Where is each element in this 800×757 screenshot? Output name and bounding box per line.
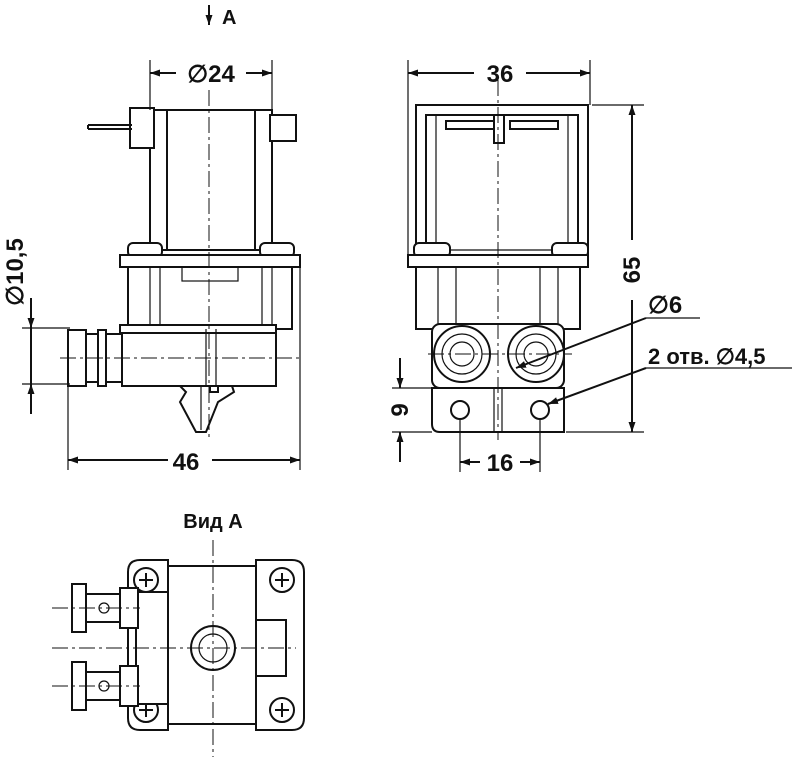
dim-length-46: 46 xyxy=(67,267,301,476)
svg-text:65: 65 xyxy=(619,257,646,284)
dim-length-36: 36 xyxy=(407,60,591,255)
svg-text:36: 36 xyxy=(487,61,514,88)
svg-text:2 отв. ∅4,5: 2 отв. ∅4,5 xyxy=(648,344,766,369)
view-arrow-label: A xyxy=(222,7,236,29)
flange xyxy=(119,254,301,268)
valve-body xyxy=(127,266,293,330)
svg-text:9: 9 xyxy=(387,403,414,416)
side-view: 36 65 ∅6 2 отв. ∅4,5 9 xyxy=(387,60,792,477)
dim-diameter-24: ∅24 xyxy=(149,60,273,110)
coil-body xyxy=(166,109,256,251)
dim-length-16: 16 xyxy=(459,420,541,477)
dim-length-65: 65 xyxy=(566,104,646,433)
bracket-pin-right xyxy=(509,120,559,130)
view-a-title: Вид А xyxy=(183,511,242,533)
leader-diameter-6: ∅6 xyxy=(515,292,700,369)
view-arrow-a: A xyxy=(205,5,236,29)
svg-text:∅6: ∅6 xyxy=(648,292,682,319)
screw-bottom-right xyxy=(269,697,295,723)
dim-diameter-10-5: ∅10,5 xyxy=(2,238,70,414)
view-a: Вид А xyxy=(52,511,305,757)
housing-rim xyxy=(119,324,277,334)
terminal-block xyxy=(129,107,155,149)
svg-text:∅10,5: ∅10,5 xyxy=(2,238,29,306)
leader-holes: 2 отв. ∅4,5 xyxy=(547,344,792,405)
svg-text:16: 16 xyxy=(487,450,514,477)
mount-hole-right xyxy=(530,400,550,420)
dim-length-9: 9 xyxy=(387,358,432,462)
bracket-pin-left xyxy=(445,120,495,130)
front-view: A xyxy=(2,5,301,476)
screw-top-right xyxy=(269,567,295,593)
svg-text:∅24: ∅24 xyxy=(187,61,235,88)
mount-hole-left xyxy=(450,400,470,420)
coil-clip xyxy=(269,114,297,142)
outlet-nozzle xyxy=(177,385,236,433)
svg-text:46: 46 xyxy=(173,449,200,476)
